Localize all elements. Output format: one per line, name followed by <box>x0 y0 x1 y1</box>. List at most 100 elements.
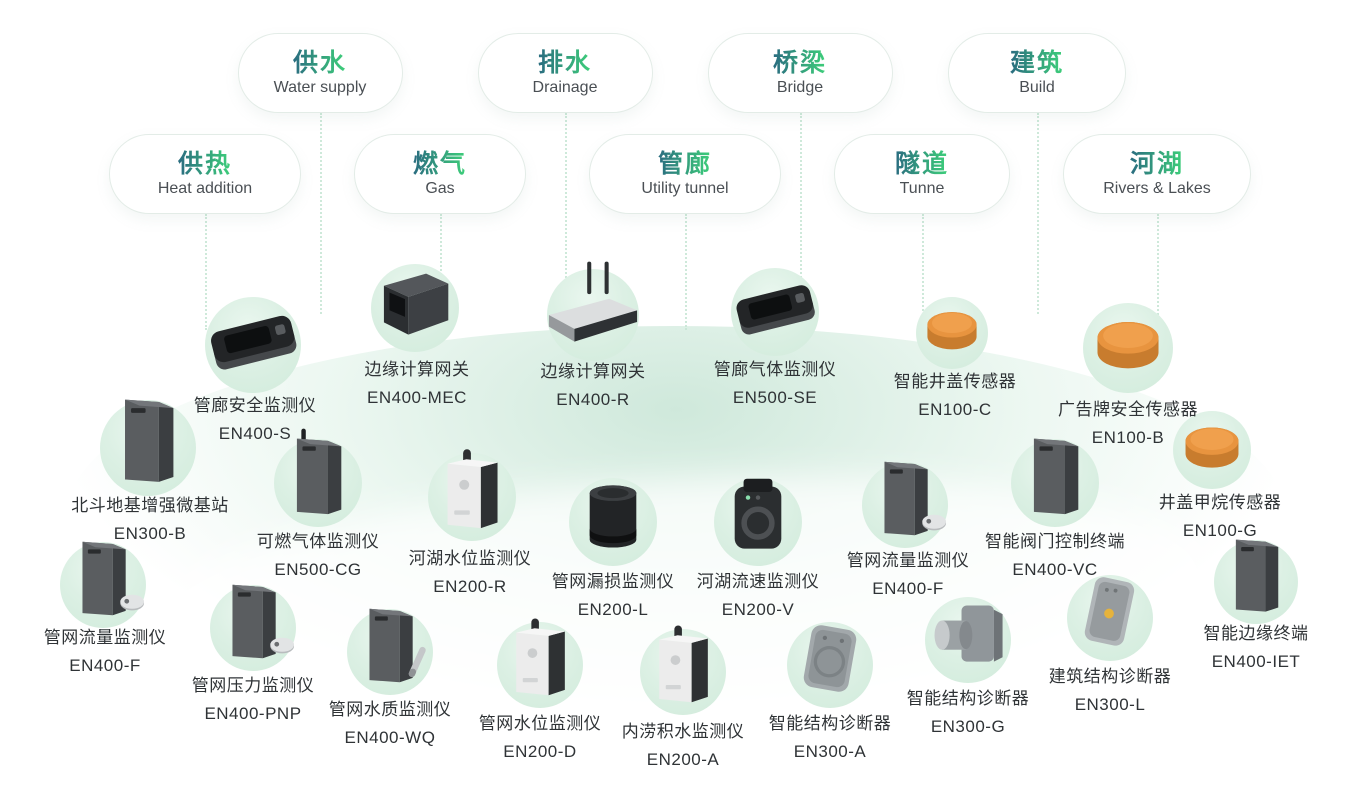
device-circle[interactable] <box>347 608 433 695</box>
device-circle[interactable] <box>862 461 948 548</box>
device-circle[interactable] <box>547 261 639 361</box>
device-name: 边缘计算网关 <box>540 362 646 381</box>
device-model: EN300-A <box>793 742 867 761</box>
device-model: EN400-F <box>872 579 944 598</box>
category-connector-line <box>685 214 687 330</box>
device-circle[interactable] <box>569 478 657 566</box>
device-name: 河湖流速监测仪 <box>696 572 820 591</box>
device-model: EN300-G <box>930 717 1006 736</box>
category-pill-row2-0[interactable]: 供热 Heat addition <box>109 134 301 214</box>
category-title-en: Heat addition <box>157 180 253 198</box>
device-circle[interactable] <box>205 297 301 393</box>
device-circle[interactable] <box>1173 411 1251 489</box>
device-label: 井盖甲烷传感器 EN100-G <box>1105 489 1335 545</box>
device-circle[interactable] <box>787 622 873 708</box>
device-circle[interactable] <box>925 597 1011 683</box>
white-box-icon <box>659 625 708 703</box>
black-cylinder-icon <box>589 485 637 548</box>
device-circle[interactable] <box>274 428 362 527</box>
device-model: EN500-SE <box>732 388 818 407</box>
device-label: 管网水位监测仪 EN200-D <box>425 710 655 766</box>
device-circle[interactable] <box>371 264 459 352</box>
category-connector-line <box>922 214 924 330</box>
device-label: 边缘计算网关 EN400-R <box>478 358 708 414</box>
device-name: 智能阀门控制终端 <box>985 532 1125 551</box>
device-name: 管网水位监测仪 <box>478 714 602 733</box>
device-circle[interactable] <box>1067 575 1153 661</box>
device-circle[interactable] <box>497 618 583 708</box>
device-circle[interactable] <box>714 478 802 566</box>
device-circle[interactable] <box>100 399 196 496</box>
category-title-zh: 排水 <box>537 48 592 77</box>
tall-box-probe-icon <box>369 608 426 683</box>
device-name: 可燃气体监测仪 <box>256 532 380 551</box>
cube-gateway-icon <box>383 273 449 335</box>
device-model: EN300-L <box>1074 695 1146 714</box>
tall-box-remote-icon <box>232 584 295 659</box>
category-title-en: Tunne <box>899 180 945 198</box>
wall-sensor-icon <box>1084 577 1135 646</box>
device-circle[interactable] <box>1083 303 1173 393</box>
device-name: 管网流量监测仪 <box>846 551 970 570</box>
disc-box-icon <box>934 605 1003 662</box>
device-name: 内涝积水监测仪 <box>621 722 745 741</box>
device-name: 井盖甲烷传感器 <box>1158 493 1282 512</box>
device-model: EN100-B <box>1091 428 1165 447</box>
device-name: 智能结构诊断器 <box>906 689 1030 708</box>
device-model: EN400-R <box>556 390 630 409</box>
device-model: EN200-V <box>721 600 795 619</box>
category-title-zh: 建筑 <box>1009 48 1064 77</box>
white-box-icon <box>447 449 498 529</box>
device-model: EN400-WQ <box>344 728 436 747</box>
device-name: 河湖水位监测仪 <box>408 549 532 568</box>
device-name: 管廊气体监测仪 <box>713 360 837 379</box>
device-model: EN400-MEC <box>367 388 467 407</box>
category-connector-line <box>800 113 802 314</box>
category-connector-line <box>565 113 567 314</box>
device-name: 智能井盖传感器 <box>893 372 1017 391</box>
device-circle[interactable] <box>428 449 516 541</box>
device-circle[interactable] <box>916 297 988 369</box>
device-circle[interactable] <box>640 625 726 715</box>
category-title-zh: 供热 <box>177 149 232 178</box>
manhole-disc-icon <box>927 312 977 350</box>
device-circle[interactable] <box>731 268 819 356</box>
device-model: EN200-D <box>503 742 577 761</box>
tall-box-remote-icon <box>82 541 145 616</box>
category-title-en: Drainage <box>532 79 598 97</box>
device-label: 内涝积水监测仪 EN200-A <box>568 718 798 774</box>
device-name: 广告牌安全传感器 <box>1058 400 1198 419</box>
device-circle[interactable] <box>1214 539 1298 624</box>
router-gateway-icon <box>548 261 638 342</box>
device-model: EN200-A <box>646 750 720 769</box>
device-model: EN100-G <box>1182 521 1258 540</box>
tall-box-remote-icon <box>884 461 947 536</box>
category-connector-line <box>320 113 322 314</box>
category-pill-row1-1[interactable]: 排水 Drainage <box>477 33 653 113</box>
device-model: EN300-B <box>113 524 187 543</box>
manhole-disc-icon <box>1185 427 1239 468</box>
device-circle[interactable] <box>60 541 146 628</box>
device-model: EN100-C <box>918 400 992 419</box>
device-circle[interactable] <box>1011 438 1099 527</box>
device-circle[interactable] <box>210 584 296 671</box>
manhole-disc-icon <box>1097 322 1159 369</box>
